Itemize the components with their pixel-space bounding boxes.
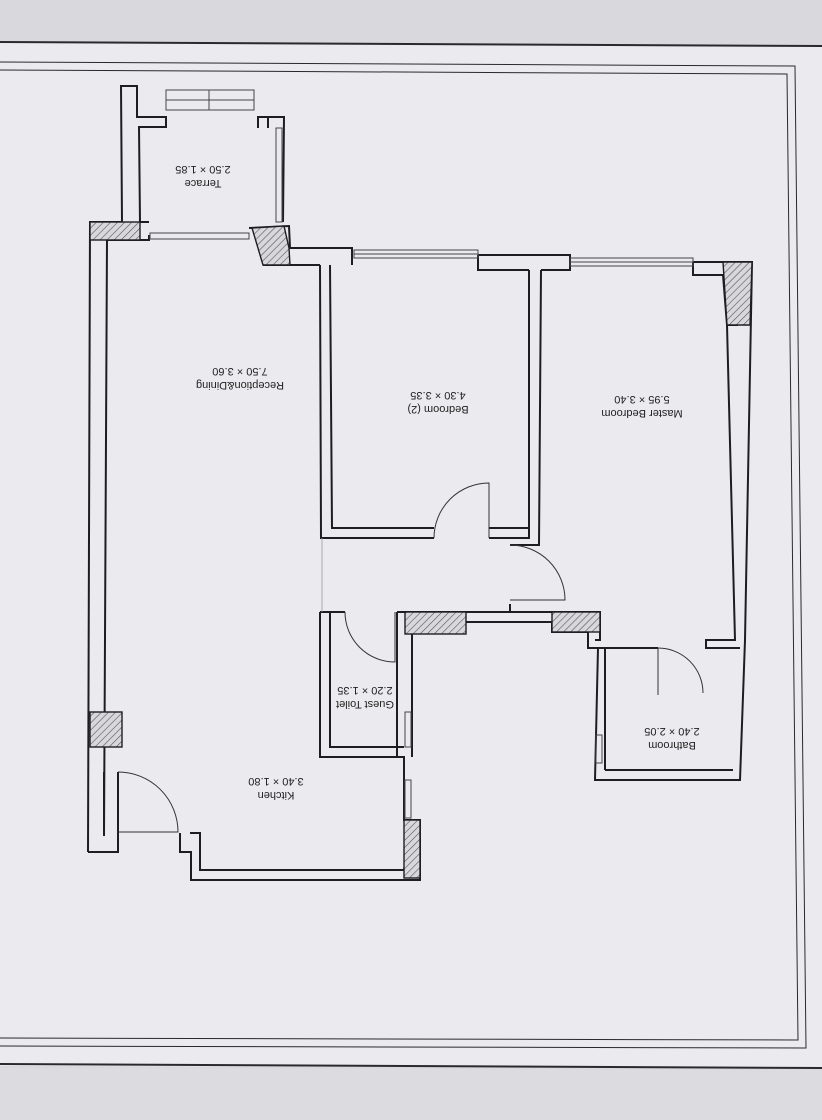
- bedroom2-dims: 4.30 × 3.35: [410, 389, 465, 401]
- guest-toilet-name: Guest Toilet: [336, 698, 394, 710]
- terrace-label: Terrace 2.50 × 1.85: [175, 163, 230, 189]
- bedroom2-label: Bedroom (2) 4.30 × 3.35: [407, 389, 468, 415]
- room-labels: Terrace 2.50 × 1.85 Reception&Dining 7.5…: [175, 163, 699, 801]
- bathroom-label: Bathroom 2.40 × 2.05: [644, 725, 699, 751]
- terrace-dims: 2.50 × 1.85: [175, 163, 230, 175]
- bedroom2-name: Bedroom (2): [407, 403, 468, 415]
- bathroom-name: Bathroom: [648, 739, 696, 751]
- kitchen-name: Kitchen: [258, 789, 295, 801]
- kitchen-dims: 3.40 × 1.80: [248, 775, 303, 787]
- guest-toilet-label: Guest Toilet 2.20 × 1.35: [336, 684, 394, 710]
- master-bedroom-dims: 5.95 × 3.40: [614, 393, 669, 405]
- kitchen-label: Kitchen 3.40 × 1.80: [248, 775, 303, 801]
- structural-columns: [89, 221, 753, 879]
- reception-name: Reception&Dining: [196, 379, 284, 391]
- reception-label: Reception&Dining 7.50 × 3.60: [196, 365, 284, 391]
- drawing-frame: [0, 61, 807, 1049]
- master-bedroom-label: Master Bedroom 5.95 × 3.40: [601, 393, 682, 419]
- terrace-name: Terrace: [185, 177, 222, 189]
- windows: [149, 89, 694, 819]
- bathroom-dims: 2.40 × 2.05: [644, 725, 699, 737]
- guest-toilet-dims: 2.20 × 1.35: [337, 684, 392, 696]
- doors: [117, 482, 704, 833]
- reception-dims: 7.50 × 3.60: [212, 365, 267, 377]
- master-bedroom-name: Master Bedroom: [601, 407, 682, 419]
